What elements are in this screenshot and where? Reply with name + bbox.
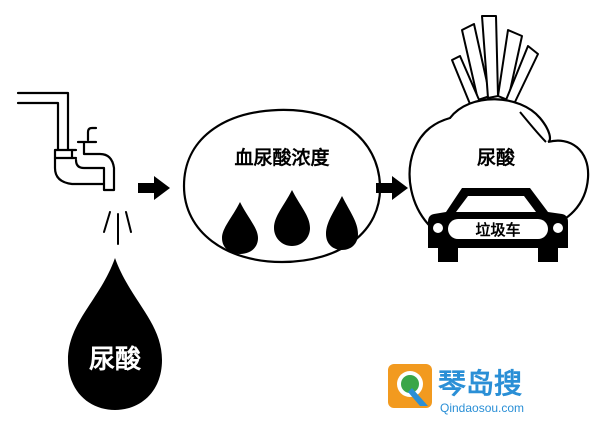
blood-drop-icon	[274, 190, 310, 246]
arrow-right-icon	[376, 176, 408, 200]
urate-drop-icon	[68, 258, 162, 410]
car-label: 垃圾车	[475, 221, 520, 239]
blood-drop-icon	[222, 202, 258, 254]
watermark-brand: 琴岛搜	[438, 367, 522, 400]
water-drip-lines	[103, 211, 132, 245]
garbage-truck-icon	[428, 188, 568, 262]
drop-label: 尿酸	[89, 345, 142, 375]
sack-label: 尿酸	[477, 146, 516, 169]
circle-label: 血尿酸浓度	[234, 146, 330, 169]
qindaosou-logo-icon	[388, 364, 432, 408]
arrow-right-icon	[138, 176, 170, 200]
blood-drop-icon	[326, 196, 358, 250]
watermark-domain: Qindaosou.com	[440, 401, 524, 415]
faucet-icon	[16, 91, 116, 192]
